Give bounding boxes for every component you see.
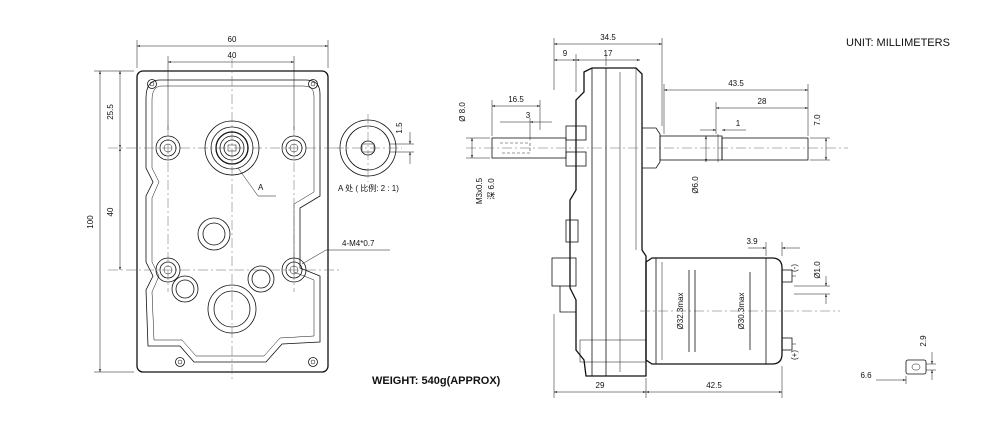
corner-screw	[308, 357, 318, 367]
mounting-hole	[281, 135, 307, 161]
gearbox-inner-outline-2	[151, 85, 315, 357]
dim-29: 29	[596, 381, 605, 390]
front-view: 60 40 100 25.5 40 A 4-M4*0.7	[86, 35, 390, 382]
gear-pocket	[171, 275, 199, 303]
dim-shaft-dia-6: Ø6.0	[691, 176, 700, 194]
gearbox-outline	[136, 70, 329, 373]
dim-shaft-dia-8: Ø 8.0	[458, 102, 467, 122]
dim-depth: 深 6.0	[487, 178, 496, 200]
dim-9: 9	[563, 49, 568, 58]
gearbox-inner-outline	[145, 79, 321, 363]
screw-callout: 4-M4*0.7	[342, 239, 375, 248]
terminal-plus: (+)	[790, 350, 799, 360]
dim-43-5: 43.5	[728, 79, 744, 88]
dim-3: 3	[526, 111, 531, 120]
dim-3-9: 3.9	[746, 237, 758, 246]
terminal-detail: 2.9 6.6	[860, 335, 936, 384]
dim-width-total: 60	[228, 35, 237, 44]
dim-17: 17	[604, 49, 613, 58]
dim-motor-dia-30: Ø30.3max	[737, 293, 746, 330]
mounting-hole	[281, 257, 307, 283]
dim-7: 7.0	[813, 114, 822, 126]
dim-thread: M3x0.5	[475, 177, 484, 204]
unit-label: UNIT: MILLIMETERS	[846, 37, 950, 49]
gearbox-side-housing	[569, 67, 647, 377]
dim-42-5: 42.5	[706, 381, 722, 390]
dim-top-offset: 25.5	[106, 104, 115, 120]
motor-body	[640, 257, 840, 365]
terminal-minus: (-)	[790, 264, 799, 272]
detail-a-view: 1.5 A 处 ( 比例: 2 : 1)	[334, 114, 414, 193]
corner-screw	[175, 357, 185, 367]
gear-pocket	[197, 217, 231, 251]
dim-hole-spacing-v: 40	[106, 207, 115, 216]
detail-marker: A	[258, 183, 264, 192]
dim-width-holes: 40	[228, 51, 237, 60]
dim-height-total: 100	[86, 215, 95, 229]
corner-screw	[147, 79, 157, 89]
gear-pocket	[247, 265, 275, 293]
dim-2-9: 2.9	[919, 335, 928, 347]
weight-label: WEIGHT: 540g(APPROX)	[372, 375, 501, 387]
mounting-hole	[155, 135, 181, 161]
dim-1: 1	[736, 119, 741, 128]
dim-motor-dia-32: Ø32.3max	[676, 293, 685, 330]
corner-screw	[308, 79, 318, 89]
output-shaft-boss	[204, 120, 260, 176]
detail-caption: A 处 ( 比例: 2 : 1)	[338, 183, 399, 193]
dim-16-5: 16.5	[508, 95, 524, 104]
side-view: 34.5 9 17 16.5 3 Ø 8.0 M3x0.5 深 6.0 43.5…	[458, 33, 848, 398]
dim-detail-1-5: 1.5	[395, 122, 404, 134]
dim-6-6: 6.6	[860, 371, 872, 380]
mounting-hole	[155, 257, 181, 283]
gear-pocket	[207, 284, 257, 334]
dim-terminal-dia: Ø1.0	[813, 261, 822, 279]
dim-overall-top: 34.5	[600, 33, 616, 42]
dim-28: 28	[758, 97, 767, 106]
